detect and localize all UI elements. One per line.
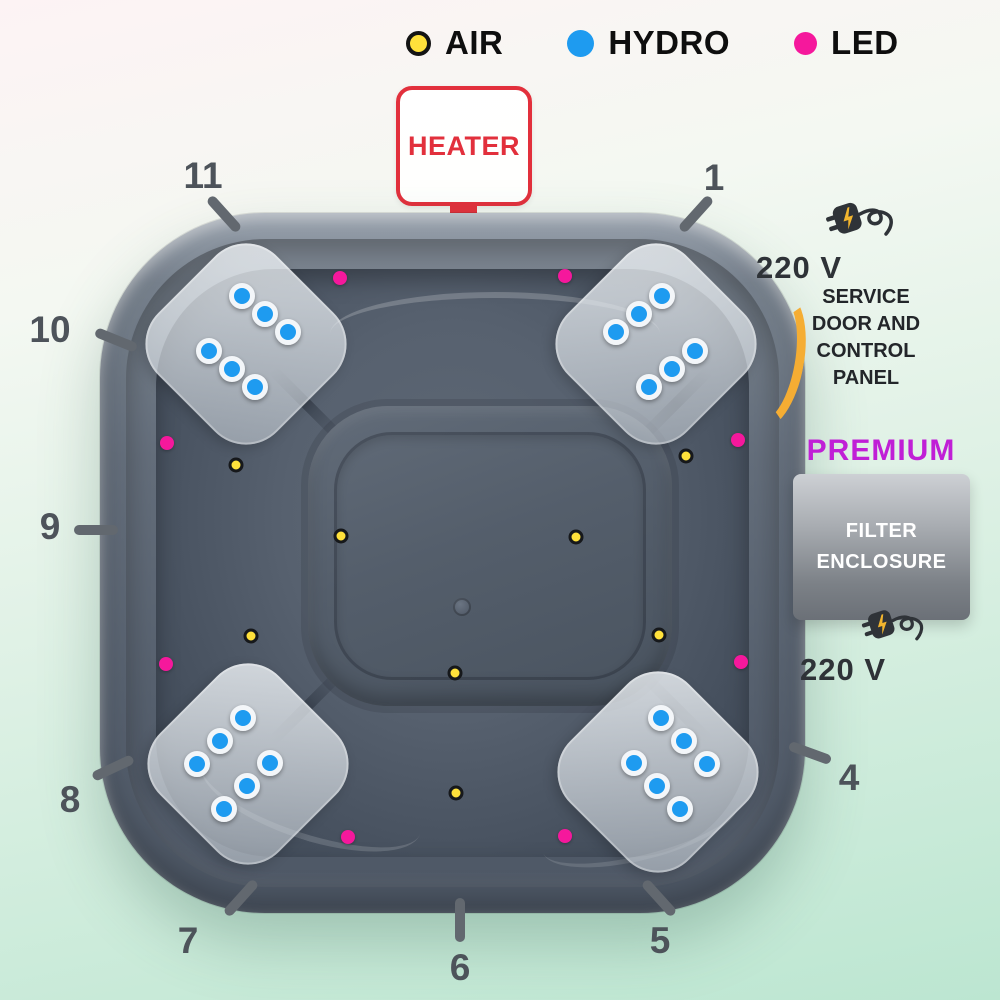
hydro-jet <box>694 751 720 777</box>
heater-box: HEATER <box>396 86 532 206</box>
hydro-jet <box>621 750 647 776</box>
air-jet <box>333 528 349 544</box>
hydro-jet <box>636 374 662 400</box>
air-jet <box>447 665 463 681</box>
hydro-jet <box>211 796 237 822</box>
footwell-floor <box>308 406 672 706</box>
air-jet <box>568 529 584 545</box>
hydro-jet <box>682 338 708 364</box>
hydro-jet <box>648 705 674 731</box>
legend-label-air: AIR <box>445 24 504 61</box>
legend: AIR HYDRO LED <box>406 24 899 62</box>
filter-enclosure-label: FILTER ENCLOSURE <box>816 520 947 573</box>
drain <box>453 598 471 616</box>
led-light <box>558 269 572 283</box>
hydro-jet <box>219 356 245 382</box>
clock-number-8: 8 <box>59 779 81 820</box>
clock-number-1: 1 <box>703 157 725 198</box>
air-jet <box>678 448 694 464</box>
clock-number-10: 10 <box>29 309 71 350</box>
hydro-jet <box>667 796 693 822</box>
power-plug-icon <box>860 602 926 655</box>
led-light <box>558 829 572 843</box>
clock-tick-6 <box>455 898 465 942</box>
hydro-jet <box>184 751 210 777</box>
legend-item-led: LED <box>794 24 899 62</box>
hydro-jet <box>252 301 278 327</box>
clock-tick-9 <box>74 525 118 535</box>
led-light <box>333 271 347 285</box>
air-jet <box>448 785 464 801</box>
clock-number-7: 7 <box>177 920 199 961</box>
led-light <box>159 657 173 671</box>
clock-number-6: 6 <box>449 947 471 988</box>
clock-number-5: 5 <box>649 920 671 961</box>
hydro-jet <box>649 283 675 309</box>
hydro-jet <box>242 374 268 400</box>
premium-label: PREMIUM <box>806 434 956 467</box>
led-light <box>160 436 174 450</box>
voltage-label-top: 220 V <box>756 250 843 285</box>
air-jet <box>228 457 244 473</box>
air-jet <box>243 628 259 644</box>
hydro-dot-icon <box>567 29 595 57</box>
led-light <box>341 830 355 844</box>
hydro-jet <box>603 319 629 345</box>
led-dot-icon <box>794 31 818 55</box>
heater-label: HEATER <box>407 130 520 161</box>
air-jet <box>651 627 667 643</box>
hydro-jet <box>275 319 301 345</box>
hydro-jet <box>644 773 670 799</box>
hydro-jet <box>626 301 652 327</box>
hydro-jet <box>234 773 260 799</box>
hydro-jet <box>196 338 222 364</box>
hydro-jet <box>207 728 233 754</box>
clock-number-11: 11 <box>183 155 223 196</box>
legend-label-hydro: HYDRO <box>608 24 731 61</box>
led-light <box>731 433 745 447</box>
hydro-jet <box>230 705 256 731</box>
legend-item-air: AIR <box>406 24 503 62</box>
voltage-label-bottom: 220 V <box>800 652 887 687</box>
filter-enclosure-box: FILTER ENCLOSURE <box>793 474 970 620</box>
service-door-label: SERVICE DOOR AND CONTROL PANEL <box>811 286 921 389</box>
hydro-jet <box>229 283 255 309</box>
clock-number-4: 4 <box>838 757 860 798</box>
clock-number-9: 9 <box>39 506 61 547</box>
hydro-jet <box>257 750 283 776</box>
legend-label-led: LED <box>831 24 899 61</box>
hydro-jet <box>659 356 685 382</box>
power-plug-icon <box>824 194 896 251</box>
air-dot-icon <box>406 30 431 56</box>
legend-item-hydro: HYDRO <box>567 24 730 62</box>
hydro-jet <box>671 728 697 754</box>
led-light <box>734 655 748 669</box>
